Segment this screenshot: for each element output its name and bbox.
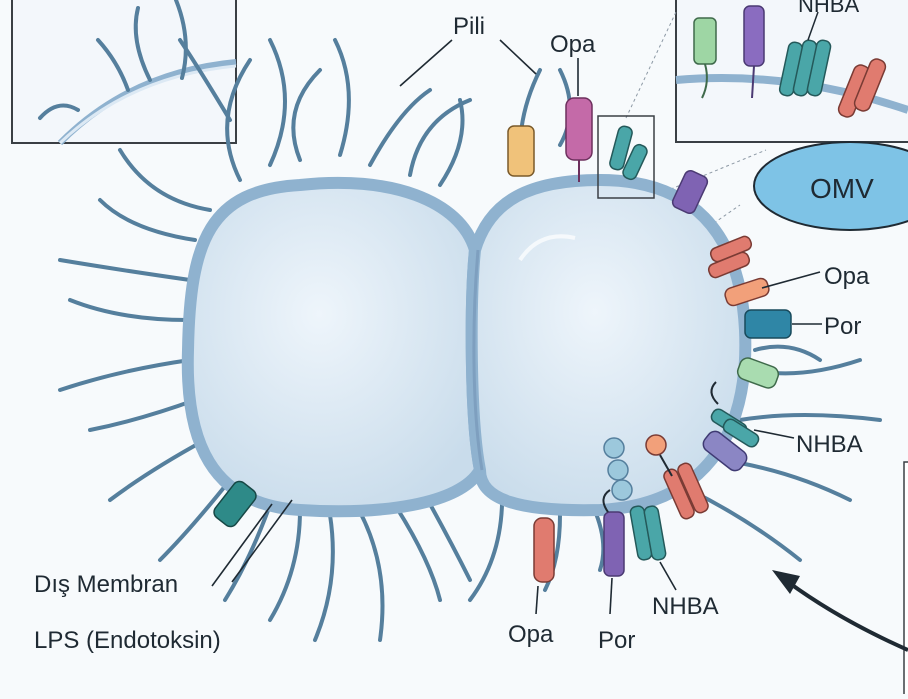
opa-top-label: Opa	[550, 31, 596, 58]
lps-label: LPS (Endotoksin)	[34, 627, 221, 654]
por-right-label: Por	[824, 313, 861, 340]
opa-top-protein	[566, 98, 592, 182]
nhba-right-label: NHBA	[796, 431, 863, 458]
omv-vesicle: OMV	[754, 142, 908, 230]
inset-protein-closeup: NHBA	[676, 0, 908, 142]
opa-bottom-label: Opa	[508, 621, 554, 648]
opa-right-label: Opa	[824, 263, 870, 290]
pili-label: Pili	[453, 13, 485, 40]
nhba-bottom-protein	[629, 505, 666, 561]
por-bottom-label: Por	[598, 627, 635, 654]
omv-label: OMV	[810, 173, 874, 204]
por-right-protein	[745, 310, 791, 338]
opa-bottom-protein	[534, 518, 554, 582]
outer-membrane-label: Dış Membran	[34, 571, 178, 598]
inset-nhba-label: NHBA	[798, 0, 859, 17]
arrow-head-icon	[772, 570, 800, 594]
nhba-bottom-label: NHBA	[652, 593, 719, 620]
callout-arrow	[788, 582, 908, 650]
bacterial-cell	[188, 180, 746, 511]
